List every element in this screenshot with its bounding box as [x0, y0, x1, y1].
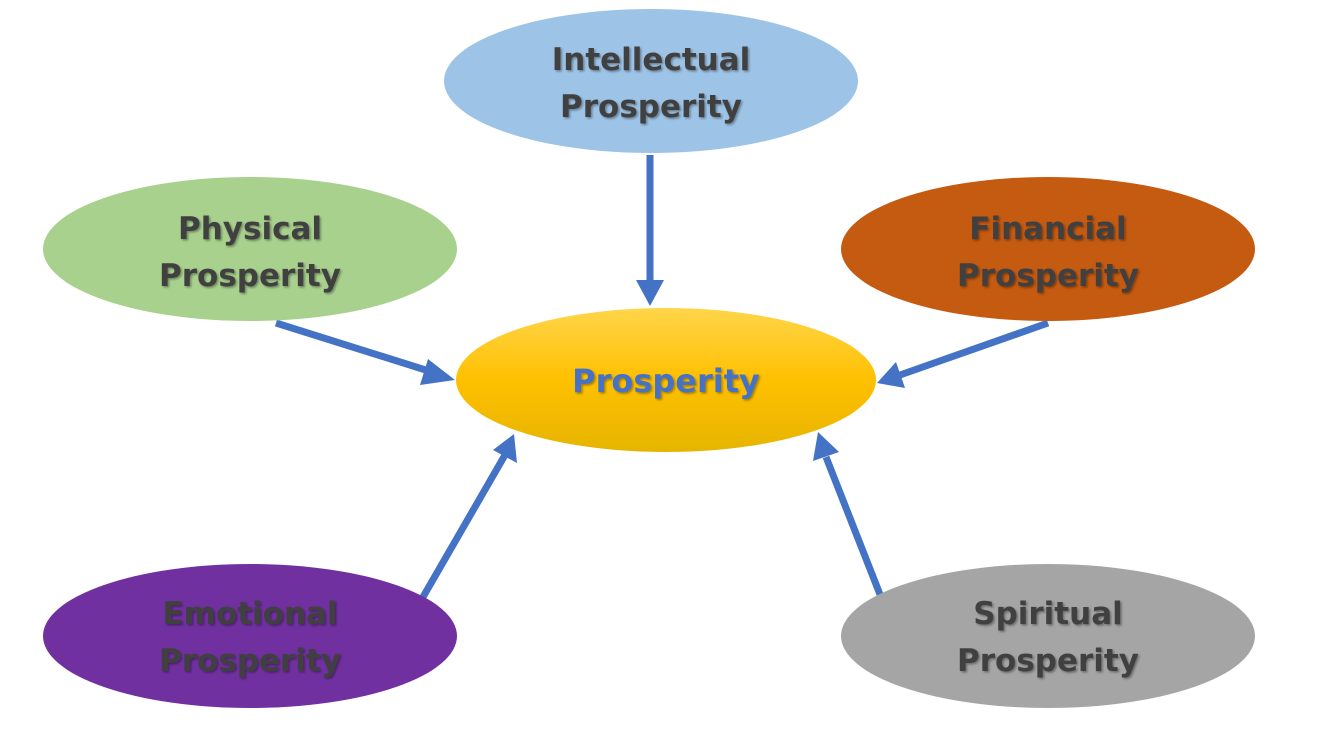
- arrow-spiritual-to-center: [813, 432, 885, 599]
- arrows: [274, 155, 1050, 599]
- arrow-physical-to-center: [274, 319, 455, 385]
- arrow-financial-to-center: [877, 319, 1050, 388]
- financial-ellipse: [841, 177, 1255, 321]
- node-spiritual: Spiritual Prosperity: [841, 564, 1255, 708]
- center-label: Prosperity: [572, 362, 760, 400]
- intellectual-label-line1: Intellectual: [552, 42, 751, 78]
- spiritual-ellipse: [841, 564, 1255, 708]
- node-emotional: Emotional Prosperity: [43, 564, 457, 708]
- physical-label-line1: Physical: [178, 211, 322, 247]
- financial-label-line2: Prosperity: [957, 258, 1139, 294]
- node-intellectual: Intellectual Prosperity: [444, 9, 858, 153]
- physical-ellipse: [43, 177, 457, 321]
- intellectual-ellipse: [444, 9, 858, 153]
- emotional-label-line2: Prosperity: [159, 643, 341, 679]
- center-ellipse: [456, 308, 876, 452]
- emotional-label-line1: Emotional: [162, 596, 337, 632]
- center-node: Prosperity: [456, 308, 876, 452]
- financial-label-line1: Financial: [969, 211, 1126, 247]
- node-physical: Physical Prosperity: [43, 177, 457, 321]
- spiritual-label-line2: Prosperity: [957, 643, 1139, 679]
- arrow-emotional-to-center: [419, 434, 517, 599]
- arrow-intellectual-to-center: [636, 155, 664, 306]
- intellectual-label-line2: Prosperity: [560, 89, 742, 125]
- node-financial: Financial Prosperity: [841, 177, 1255, 321]
- spiritual-label-line1: Spiritual: [973, 596, 1123, 632]
- emotional-ellipse: [43, 564, 457, 708]
- physical-label-line2: Prosperity: [159, 258, 341, 294]
